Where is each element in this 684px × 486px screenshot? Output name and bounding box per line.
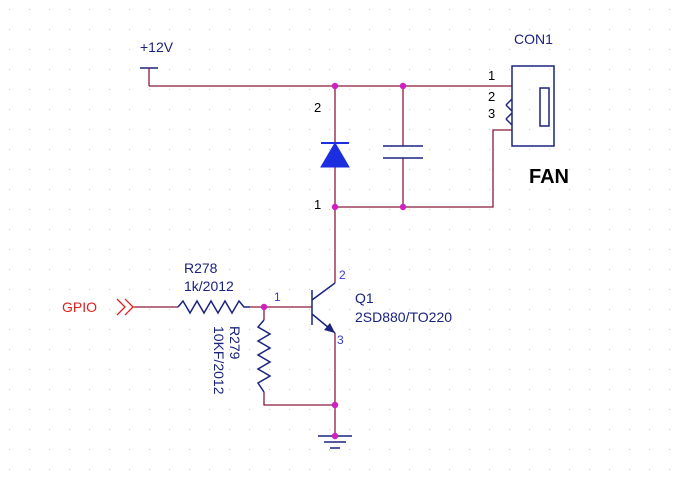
connector-pin-2: 2 xyxy=(488,89,495,104)
gpio-port: GPIO xyxy=(62,298,135,316)
connector-con1: CON1 1 2 3 FAN xyxy=(488,31,569,188)
gpio-label: GPIO xyxy=(62,299,97,315)
flyback-diode: 2 1 xyxy=(314,100,350,212)
diode-pin-top: 2 xyxy=(314,100,321,115)
connector-pin-3: 3 xyxy=(488,106,495,121)
junction-ground xyxy=(331,432,339,440)
junction-rail-cap xyxy=(399,82,407,90)
q1-pin-collector: 2 xyxy=(339,268,346,282)
capacitor xyxy=(383,145,423,159)
junction-low-cap xyxy=(399,203,407,211)
supply-label: +12V xyxy=(140,39,174,55)
fan-label: FAN xyxy=(529,166,569,188)
grid-dots xyxy=(9,9,670,470)
junction-low-diode xyxy=(331,203,339,211)
junction-base xyxy=(260,303,268,311)
r279-value: 10KF/2012 xyxy=(211,326,227,395)
q1-ref: Q1 xyxy=(355,290,374,306)
transistor-q1: 2 1 3 Q1 2SD880/TO220 xyxy=(274,268,452,347)
junction-emitter-r279 xyxy=(331,401,339,409)
q1-pin-base: 1 xyxy=(274,290,281,304)
r278-ref: R278 xyxy=(184,260,218,276)
connector-ref: CON1 xyxy=(514,31,553,47)
wire-fan-return xyxy=(335,129,512,208)
q1-pin-emitter: 3 xyxy=(337,333,344,347)
r279-ref: R279 xyxy=(227,326,243,360)
connector-pin-1: 1 xyxy=(488,68,495,83)
resistor-r278: R278 1k/2012 xyxy=(177,260,250,315)
resistor-r279: R279 10KF/2012 xyxy=(211,319,272,395)
junction-rail-diode xyxy=(331,82,339,90)
r278-value: 1k/2012 xyxy=(184,278,234,294)
power-supply-symbol: +12V xyxy=(140,39,174,86)
diode-pin-bottom: 1 xyxy=(314,197,321,212)
wire-r279-bottom xyxy=(263,392,335,406)
wires xyxy=(135,85,512,436)
q1-part: 2SD880/TO220 xyxy=(355,309,452,325)
junctions xyxy=(260,82,407,440)
